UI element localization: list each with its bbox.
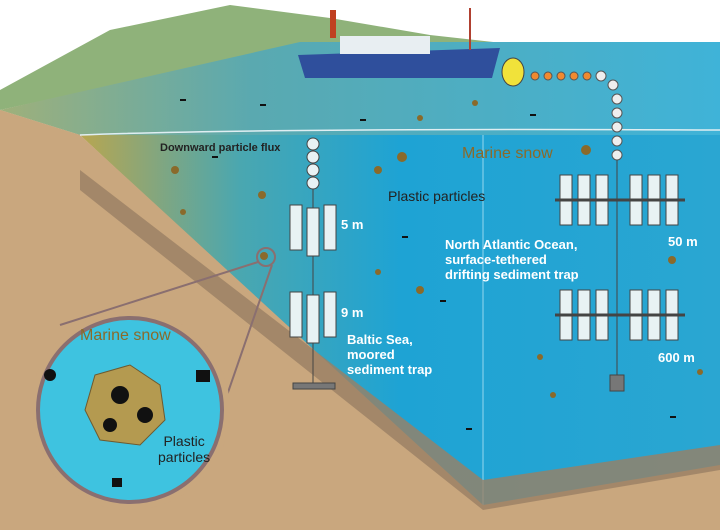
baltic-line-2: moored [347,347,395,362]
atlantic-drifting-trap [555,160,685,392]
surface-buoy [501,57,623,161]
label-depth-600m: 600 m [658,350,695,365]
sea-surface [0,42,720,135]
inset-label-marine-snow: Marine snow [80,327,171,344]
label-depth-50m: 50 m [668,234,698,249]
inset-label-plastic: Plastic particles [158,433,210,465]
label-marine-snow: Marine snow [462,145,553,162]
marine-snow-particles [171,100,703,398]
plastic-particles [180,99,676,430]
atlantic-line-1: North Atlantic Ocean, [445,237,578,252]
coastal-land [0,5,520,110]
label-depth-9m: 9 m [341,305,364,320]
label-baltic-sea: Baltic Sea, moored sediment trap [347,332,432,377]
sediment-layer [80,170,720,510]
label-north-atlantic: North Atlantic Ocean, surface-tethered d… [445,237,579,282]
baltic-line-1: Baltic Sea, [347,332,413,347]
baltic-moored-trap [289,137,337,390]
atlantic-line-3: drifting sediment trap [445,267,579,282]
label-downward-flux: Downward particle flux [160,142,281,154]
inset-plastic-line-2: particles [158,449,211,465]
inset-plastic-line-1: Plastic [163,433,205,449]
water-column [80,135,720,510]
baltic-line-3: sediment trap [347,362,433,377]
label-depth-5m: 5 m [341,217,364,232]
atlantic-line-2: surface-tethered [445,252,547,267]
magnified-inset [30,310,230,510]
label-plastic-particles: Plastic particles [388,188,486,204]
research-vessel [298,8,500,78]
